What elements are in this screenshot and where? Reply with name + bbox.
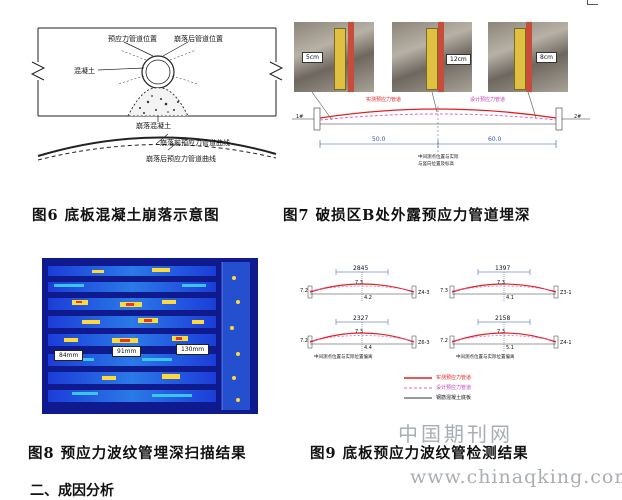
fig7-photo-1: 5cm <box>294 22 374 92</box>
fig7-photo-2: 12cm <box>392 22 472 92</box>
fig9-p2-id: Z3-1 <box>560 290 572 296</box>
fig9-p3-id: Z6-3 <box>418 340 430 346</box>
fig7-legend-measured: 实测预应力管道 <box>366 97 402 103</box>
fig7-legend-design: 设计预应力管道 <box>470 97 506 103</box>
fig6-label-duct-pos: 预应力管道位置 <box>108 35 157 43</box>
fig7-dim-right: 60.0 <box>488 136 502 143</box>
fig9-legend-measured: 实测预应力管道 <box>436 375 472 381</box>
fig6-label-after-pos: 崩落后管道位置 <box>174 35 223 43</box>
fig9-p3-mid: 7.3 <box>355 329 363 335</box>
fig7-dim-left: 50.0 <box>372 136 386 143</box>
fig9-p4-top: 2158 <box>495 315 511 322</box>
fig6-label-spall: 崩落混凝土 <box>136 122 171 130</box>
fig9-p2-top: 1397 <box>495 265 511 272</box>
figure-9-caption: 图9 底板预应力波纹管检测结果 <box>310 445 529 462</box>
fig9-p2-mid: 7.3 <box>497 280 505 286</box>
fig9-legend-design: 设计预应力管道 <box>436 385 472 391</box>
figure-8-scan: 84mm 91mm 130mm <box>42 258 258 414</box>
fig9-p1-low: 4.2 <box>364 295 372 301</box>
fig9-p1-side: 7.2 <box>300 288 308 294</box>
watermark-url: www.chinaqking.com <box>410 466 622 488</box>
fig9-p3-low: 4.4 <box>364 345 372 351</box>
fig8-depth-1: 84mm <box>54 350 84 361</box>
fig9-p4-mid: 7.3 <box>497 329 505 335</box>
fig9-p4-id: Z4-1 <box>560 340 572 346</box>
fig8-depth-2: 91mm <box>112 346 142 357</box>
page-corner-mark <box>587 0 598 5</box>
fig9-p3-side: 7.2 <box>300 338 308 344</box>
figure-6-diagram: 预应力管道位置 崩落后管道位置 混凝土 崩落混凝土 崩落前预应力管道曲线 崩落后… <box>28 20 288 190</box>
fig9-p4-low: 5.1 <box>506 345 514 351</box>
fig7-right-mark: 2# <box>574 114 582 120</box>
fig7-note-2: 与竖向位置及标高 <box>418 162 454 167</box>
section-heading: 二、成因分析 <box>30 483 114 499</box>
fig6-label-before-curve: 崩落前预应力管道曲线 <box>160 139 230 147</box>
fig7-note-1: 中间测点位置与实际 <box>418 155 459 160</box>
figure-8-caption: 图8 预应力波纹管埋深扫描结果 <box>28 445 247 462</box>
fig9-p1-mid: 7.3 <box>355 280 363 286</box>
fig7-left-mark: 1# <box>296 114 304 120</box>
figure-6-caption: 图6 底板混凝土崩落示意图 <box>32 207 220 224</box>
fig7-tag-3: 8cm <box>536 52 557 63</box>
fig9-p4-side: 7.2 <box>440 338 448 344</box>
fig9-p2-side: 7.3 <box>440 288 448 294</box>
fig9-note-2: 中间测点位置与实际位置偏离 <box>456 355 515 360</box>
fig7-tag-2: 12cm <box>446 54 471 65</box>
fig9-p1-top: 2845 <box>353 265 369 272</box>
figure-7-caption: 图7 破损区B处外露预应力管道埋深 <box>283 207 531 224</box>
fig7-tag-1: 5cm <box>302 52 323 63</box>
fig7-photo-3: 8cm <box>488 22 568 92</box>
fig6-label-after-curve: 崩落后预应力管道曲线 <box>146 155 216 163</box>
figure-9-diagram: 2845 7.3 4.2 7.2 Z4-3 1397 7.3 4.1 7.3 Z… <box>300 262 575 420</box>
watermark-cn: 中国期刊网 <box>398 422 513 446</box>
figure-7-diagram: 5cm 12cm 8cm 实测预应力管道 设计预应力管道 1# 2# 5 <box>292 22 590 170</box>
fig9-p3-top: 2327 <box>353 315 369 322</box>
fig8-depth-3: 130mm <box>176 344 210 355</box>
fig9-p1-id: Z4-3 <box>418 290 430 296</box>
fig9-note-1: 中间测点位置与实际位置偏离 <box>314 355 373 360</box>
fig9-p2-low: 4.1 <box>506 295 514 301</box>
fig9-legend-slab: 钢筋混凝土底板 <box>436 395 472 401</box>
fig6-label-concrete: 混凝土 <box>74 67 95 75</box>
